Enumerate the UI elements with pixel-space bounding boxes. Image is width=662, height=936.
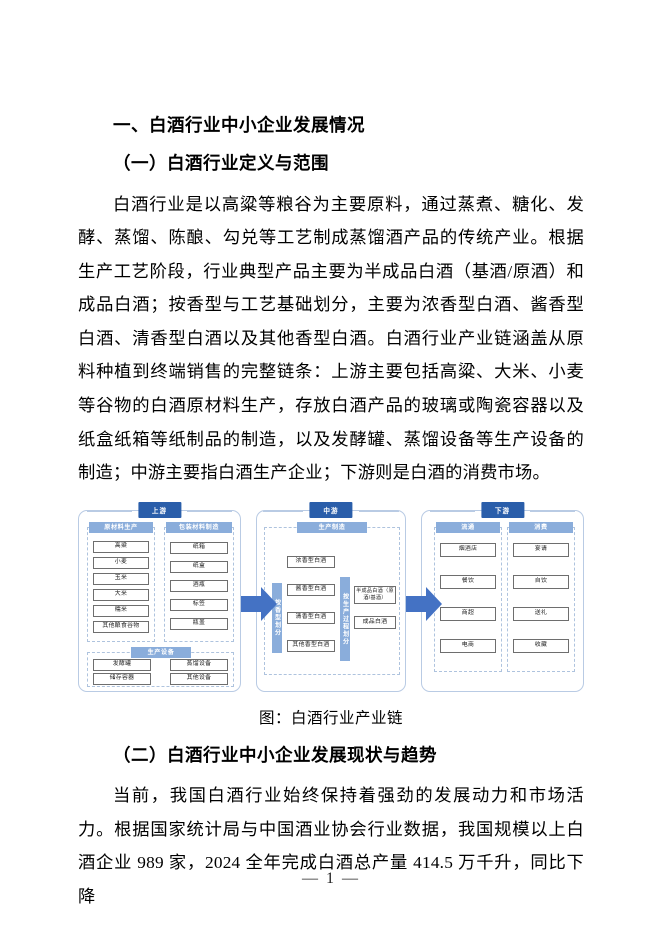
cell-aroma-3: 清香型白酒 — [287, 611, 335, 624]
group-title-packaging: 包装材料制造 — [166, 521, 232, 533]
cell-equip-2: 蒸馏设备 — [170, 658, 228, 671]
cell-cons-4: 收藏 — [513, 638, 569, 653]
cell-dist-3: 商超 — [440, 606, 496, 621]
group-title-distribution: 流通 — [436, 521, 500, 533]
subsection-heading-status: （二）白酒行业中小企业发展现状与趋势 — [113, 744, 437, 765]
cell-pack-4: 标签 — [170, 598, 228, 611]
stage-downstream: 下游 流通 烟酒店 餐饮 商超 电商 消费 宴请 自饮 送礼 收藏 — [421, 501, 584, 692]
cell-aroma-1: 浓香型白酒 — [287, 555, 335, 568]
cell-equip-4: 其他设备 — [170, 672, 228, 685]
cell-raw-5: 糯米 — [93, 604, 149, 617]
paragraph-industry-definition: 白酒行业是以高粱等粮谷为主要原料，通过蒸煮、糖化、发酵、蒸馏、陈酿、勾兑等工艺制… — [78, 194, 584, 483]
group-title-manufacturing: 生产制造 — [297, 521, 367, 533]
cell-cons-1: 宴请 — [513, 542, 569, 557]
cell-cons-2: 自饮 — [513, 574, 569, 589]
cell-cons-3: 送礼 — [513, 606, 569, 621]
cell-pack-1: 纸箱 — [170, 541, 228, 554]
cell-dist-2: 餐饮 — [440, 574, 496, 589]
subsection-heading-definition: （一）白酒行业定义与范围 — [113, 153, 329, 174]
cell-process-2: 成品白酒 — [354, 615, 396, 629]
cell-process-1: 半成品白酒（原酒/基酒） — [354, 585, 396, 604]
cell-pack-2: 纸盒 — [170, 560, 228, 573]
cell-raw-3: 玉米 — [93, 572, 149, 585]
page-number: — 1 — — [302, 870, 360, 887]
stage-upstream-title: 上游 — [137, 501, 182, 518]
arrow-midstream-to-downstream-icon — [406, 585, 442, 623]
cell-raw-1: 高粱 — [93, 540, 149, 553]
stage-upstream: 上游 原材料生产 高粱 小麦 玉米 大米 糯米 其他酿食谷物 包装材料制造 纸箱… — [78, 501, 241, 692]
group-title-consumption: 消费 — [509, 521, 573, 533]
cell-raw-6: 其他酿食谷物 — [93, 620, 149, 633]
cell-pack-3: 酒瓶 — [170, 579, 228, 592]
page-title: 一、白酒行业中小企业发展情况 — [113, 115, 365, 135]
cell-aroma-4: 其他香型白酒 — [287, 639, 335, 652]
arrow-upstream-to-midstream-icon — [241, 585, 277, 623]
stage-midstream-title: 中游 — [309, 501, 353, 518]
diagram-value-chain: 上游 原材料生产 高粱 小麦 玉米 大米 糯米 其他酿食谷物 包装材料制造 纸箱… — [78, 498, 584, 694]
cell-equip-3: 储存容器 — [93, 672, 151, 685]
group-title-raw-materials: 原材料生产 — [89, 521, 153, 533]
vertical-label-by-process: 按生产过程划分 — [340, 576, 350, 661]
vertical-label-by-aroma: 按香型划分 — [272, 582, 282, 653]
cell-equip-1: 发酵罐 — [93, 658, 151, 671]
cell-dist-1: 烟酒店 — [440, 542, 496, 557]
cell-raw-4: 大米 — [93, 588, 149, 601]
figure-caption: 图：白酒行业产业链 — [258, 709, 403, 727]
paragraph-industry-status: 当前，我国白酒行业始终保持着强劲的发展动力和市场活力。根据国家统计局与中国酒业协… — [78, 786, 584, 906]
cell-raw-2: 小麦 — [93, 556, 149, 569]
stage-downstream-title: 下游 — [480, 501, 525, 518]
cell-aroma-2: 酱香型白酒 — [287, 583, 335, 596]
stage-midstream: 中游 生产制造 按香型划分 浓香型白酒 酱香型白酒 清香型白酒 其他香型白酒 按… — [256, 501, 406, 692]
cell-pack-5: 瓶盖 — [170, 617, 228, 630]
group-title-equipment: 生产设备 — [131, 646, 191, 658]
figure-industry-chain: 上游 原材料生产 高粱 小麦 玉米 大米 糯米 其他酿食谷物 包装材料制造 纸箱… — [78, 498, 584, 728]
cell-dist-4: 电商 — [440, 638, 496, 653]
